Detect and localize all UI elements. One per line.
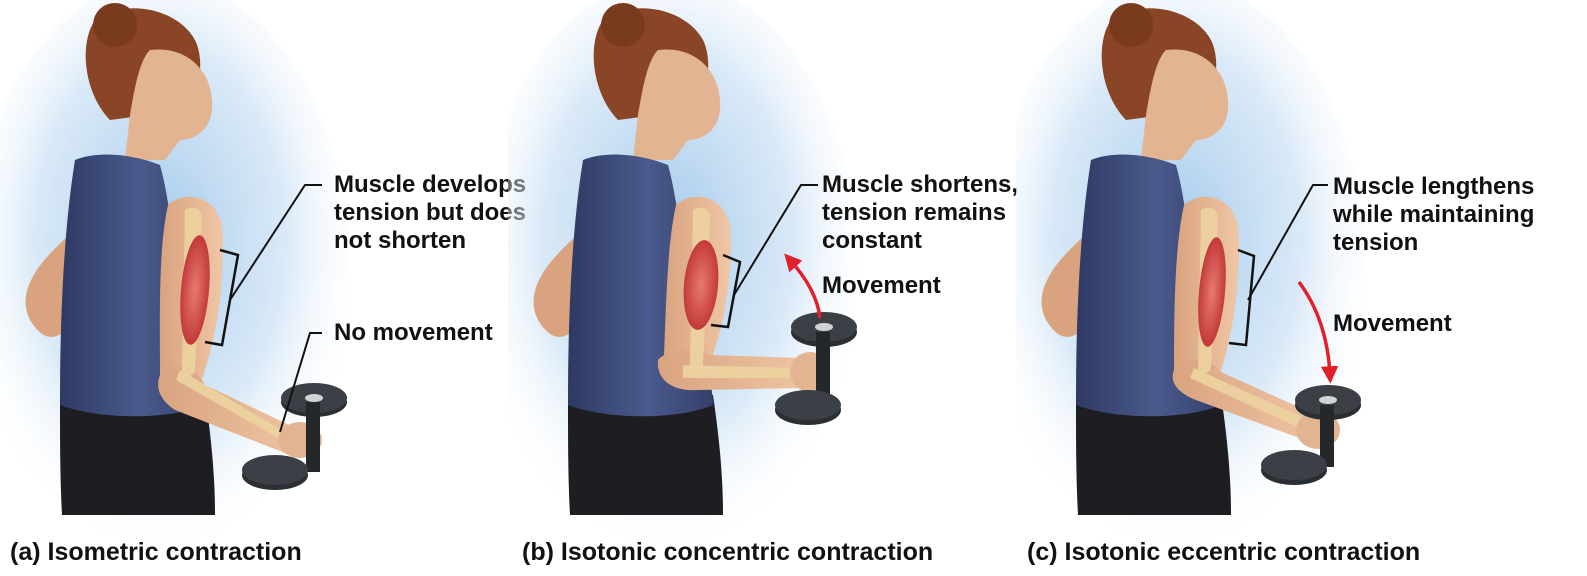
caption: (b) Isotonic concentric contraction <box>522 538 933 567</box>
caption: (a) Isometric contraction <box>10 538 302 567</box>
movement-label: Movement <box>822 272 941 300</box>
panel-eccentric: Muscle lengthens while maintaining tensi… <box>1016 0 1587 576</box>
tension-label: Muscle shortens, tension remains constan… <box>822 171 1018 255</box>
movement-label: No movement <box>334 319 493 347</box>
panel-concentric: Muscle shortens, tension remains constan… <box>508 0 1037 576</box>
tension-label: Muscle lengthens while maintaining tensi… <box>1333 173 1534 257</box>
movement-label: Movement <box>1333 310 1452 338</box>
eccentric-illustration <box>1016 0 1587 576</box>
isometric-illustration <box>0 0 529 576</box>
tension-label: Muscle develops tension but does not sho… <box>334 171 526 255</box>
caption: (c) Isotonic eccentric contraction <box>1027 538 1420 567</box>
panel-isometric: Muscle develops tension but does not sho… <box>0 0 529 576</box>
concentric-illustration <box>508 0 1037 576</box>
